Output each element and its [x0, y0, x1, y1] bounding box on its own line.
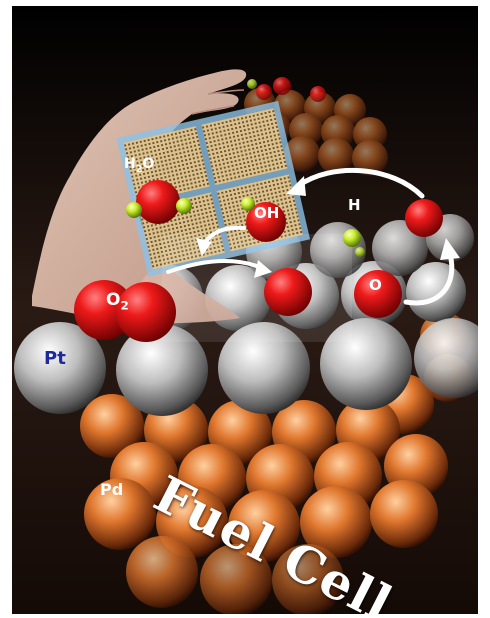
- hydroxyl-molecule: [241, 197, 286, 242]
- oxygen-atom-top: [405, 199, 443, 237]
- water-label-h: H: [124, 156, 136, 172]
- hydroxyl-label: OH: [254, 204, 280, 222]
- water-label: H2O: [124, 156, 154, 175]
- oxygen-molecule-label: O2: [106, 290, 129, 312]
- water-label-o: O: [142, 156, 155, 172]
- platinum-label: Pt: [44, 348, 66, 369]
- small-atoms-far: [247, 77, 326, 102]
- oxygen-atom: [354, 270, 402, 318]
- hydrogen-label: H: [348, 196, 361, 214]
- illustration-frame: Pt Pd H2O OH H O O2 Fuel Cell: [12, 6, 478, 614]
- oxygen-label: O: [369, 276, 382, 294]
- reaction-arrow-icon: [166, 167, 460, 306]
- oxygen-molecule-label-subscript: 2: [120, 298, 129, 313]
- water-molecule: [126, 180, 192, 224]
- overlay-panel: [162, 234, 352, 342]
- palladium-label: Pd: [100, 480, 124, 499]
- oxygen-molecule-label-o: O: [106, 290, 121, 310]
- water-label-subscript: 2: [135, 163, 143, 175]
- platinum-lattice-front: [14, 318, 478, 416]
- oxygen-molecule: [74, 280, 176, 342]
- oxygen-atom-adsorbed: [264, 268, 312, 316]
- fuel-cell-scene: [12, 6, 478, 614]
- hydrogen-atom: [343, 229, 365, 257]
